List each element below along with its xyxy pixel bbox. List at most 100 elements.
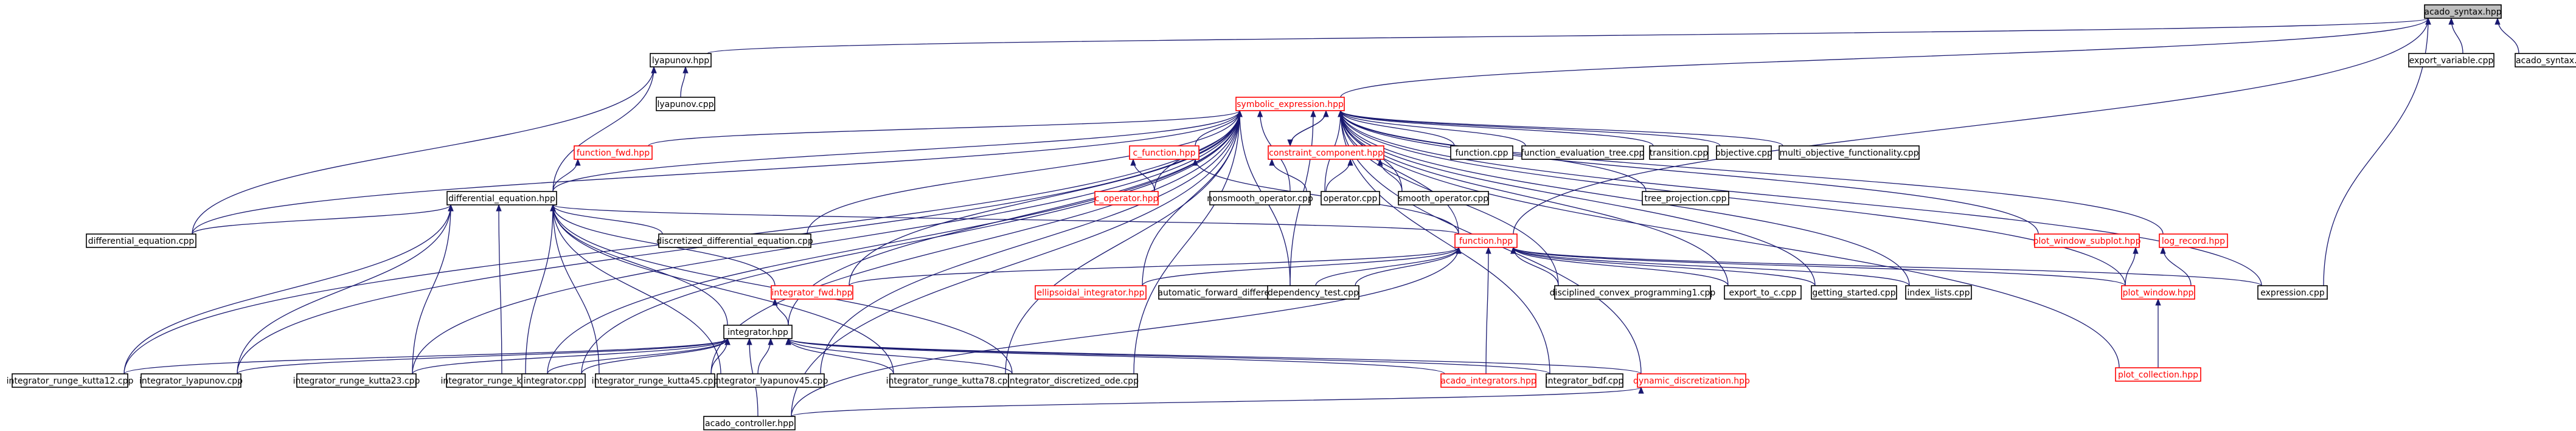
node-box[interactable]	[2424, 4, 2502, 19]
node-box[interactable]	[1209, 191, 1311, 205]
node-export-to-c[interactable]: export_to_c.cpp	[1724, 285, 1802, 300]
node-box[interactable]	[1716, 145, 1772, 160]
node-box[interactable]	[86, 233, 196, 248]
node-box[interactable]	[703, 416, 796, 430]
node-box[interactable]	[1779, 145, 1920, 160]
node-integrator-bdf[interactable]: integrator_bdf.cpp	[1546, 373, 1624, 388]
node-acado-controller[interactable]: acado_controller.hpp	[703, 416, 796, 430]
node-idode[interactable]: integrator_discretized_ode.cpp	[1007, 373, 1139, 388]
node-box[interactable]	[1546, 373, 1623, 388]
node-box[interactable]	[717, 373, 825, 388]
node-constraint-component[interactable]: constraint_component.hpp	[1268, 145, 1384, 160]
node-export-variable[interactable]: export_variable.cpp	[2408, 53, 2494, 67]
node-box[interactable]	[656, 97, 715, 111]
node-box[interactable]	[2159, 233, 2228, 248]
node-box[interactable]	[1811, 285, 1897, 300]
node-ellipsoidal-integrator[interactable]: ellipsoidal_integrator.hpp	[1035, 285, 1147, 300]
node-box[interactable]	[1450, 145, 1513, 160]
node-irk45[interactable]: integrator_runge_kutta45.cpp	[592, 373, 719, 388]
node-c-operator[interactable]: c_operator.hpp	[1094, 191, 1159, 205]
node-box[interactable]	[2034, 233, 2140, 248]
node-box[interactable]	[723, 325, 793, 339]
node-acado-syntax[interactable]: acado_syntax.hpp	[2424, 4, 2502, 19]
node-acado-syntax-cpp[interactable]: acado_syntax.cpp	[2515, 53, 2576, 67]
node-box[interactable]	[1554, 285, 1711, 300]
node-box[interactable]	[1129, 145, 1199, 160]
node-differential-equation-cpp[interactable]: differential_equation.cpp	[86, 233, 196, 248]
node-plot-collection[interactable]: plot_collection.hpp	[2115, 367, 2201, 382]
node-objective[interactable]: objective.cpp	[1715, 145, 1772, 160]
node-box[interactable]	[12, 373, 128, 388]
node-ilyap45[interactable]: integrator_lyapunov45.cpp	[713, 373, 828, 388]
node-box[interactable]	[1649, 145, 1709, 160]
node-box[interactable]	[595, 373, 715, 388]
node-box[interactable]	[1321, 191, 1380, 205]
node-box[interactable]	[1454, 233, 1518, 248]
node-box[interactable]	[2121, 285, 2195, 300]
node-plot-window[interactable]: plot_window.hpp	[2121, 285, 2195, 300]
node-log-record[interactable]: log_record.hpp	[2159, 233, 2228, 248]
node-disciplined-convex[interactable]: disciplined_convex_programming1.cpp	[1550, 285, 1716, 300]
node-function-evaluation-tree[interactable]: function_evaluation_tree.cpp	[1521, 145, 1645, 160]
node-integrator-hpp[interactable]: integrator.hpp	[723, 325, 793, 339]
node-multi-objective[interactable]: multi_objective_functionality.cpp	[1779, 145, 1920, 160]
node-function-fwd[interactable]: function_fwd.hpp	[574, 145, 653, 160]
edge-smooth-operator-to-constraint-component	[1377, 158, 1403, 192]
node-symbolic-expression[interactable]: symbolic_expression.hpp	[1235, 97, 1345, 111]
node-box[interactable]	[2515, 53, 2576, 67]
node-box[interactable]	[1521, 145, 1644, 160]
node-expression-cpp[interactable]: expression.cpp	[2257, 285, 2328, 300]
edge-differential-equation-hpp-to-function-fwd	[552, 158, 581, 192]
node-box[interactable]	[1440, 373, 1536, 388]
node-label: integrator_runge_kutta23.cpp	[293, 376, 420, 386]
edge-idode-to-symbolic-expression	[1133, 109, 1243, 374]
node-box[interactable]	[1637, 373, 1746, 388]
node-operator-cpp[interactable]: operator.cpp	[1321, 191, 1380, 205]
node-box[interactable]	[2257, 285, 2328, 300]
node-tree-projection[interactable]: tree_projection.cpp	[1642, 191, 1729, 205]
node-box[interactable]	[1724, 285, 1802, 300]
node-box[interactable]	[658, 233, 811, 248]
node-function-cpp[interactable]: function.cpp	[1450, 145, 1513, 160]
node-transition[interactable]: transition.cpp	[1649, 145, 1709, 160]
node-acado-integrators[interactable]: acado_integrators.hpp	[1440, 373, 1536, 388]
node-smooth-operator[interactable]: smooth_operator.cpp	[1398, 191, 1489, 205]
node-box[interactable]	[1235, 97, 1345, 111]
node-box[interactable]	[1398, 191, 1489, 205]
node-box[interactable]	[1905, 285, 1972, 300]
node-box[interactable]	[1267, 285, 1359, 300]
node-box[interactable]	[446, 191, 557, 205]
node-irk78[interactable]: integrator_runge_kutta78.cpp	[886, 373, 1013, 388]
node-discretized-de[interactable]: discretized_differential_equation.cpp	[656, 233, 813, 248]
node-box[interactable]	[521, 373, 586, 388]
node-box[interactable]	[1268, 145, 1384, 160]
node-dependency-test[interactable]: dependency_test.cpp	[1267, 285, 1359, 300]
node-lyapunov-cpp[interactable]: lyapunov.cpp	[656, 97, 715, 111]
node-box[interactable]	[771, 285, 853, 300]
node-box[interactable]	[296, 373, 417, 388]
node-box[interactable]	[1008, 373, 1138, 388]
node-function-hpp[interactable]: function.hpp	[1454, 233, 1518, 248]
node-getting-started[interactable]: getting_started.cpp	[1811, 285, 1897, 300]
node-irk12[interactable]: integrator_runge_kutta12.cpp	[7, 373, 134, 388]
node-integrator-cpp[interactable]: integrator.cpp	[521, 373, 586, 388]
node-box[interactable]	[2115, 367, 2201, 382]
node-ilyap[interactable]: integrator_lyapunov.cpp	[139, 373, 243, 388]
node-box[interactable]	[141, 373, 241, 388]
node-nonsmooth-operator[interactable]: nonsmooth_operator.cpp	[1207, 191, 1313, 205]
node-irk23[interactable]: integrator_runge_kutta23.cpp	[293, 373, 420, 388]
node-differential-equation-hpp[interactable]: differential_equation.hpp	[446, 191, 557, 205]
node-dynamic-discretization[interactable]: dynamic_discretization.hpp	[1633, 373, 1750, 388]
node-lyapunov-hpp[interactable]: lyapunov.hpp	[650, 53, 712, 67]
edge-dependency-test-to-function-hpp	[1355, 246, 1462, 286]
node-box[interactable]	[1094, 191, 1159, 205]
node-box[interactable]	[650, 53, 712, 67]
node-c-function[interactable]: c_function.hpp	[1129, 145, 1199, 160]
node-integrator-fwd[interactable]: integrator_fwd.hpp	[771, 285, 853, 300]
node-box[interactable]	[1642, 191, 1729, 205]
node-box[interactable]	[574, 145, 653, 160]
node-index-lists[interactable]: index_lists.cpp	[1905, 285, 1972, 300]
node-box[interactable]	[2408, 53, 2494, 67]
node-box[interactable]	[1035, 285, 1147, 300]
node-plot-window-subplot[interactable]: plot_window_subplot.hpp	[2033, 233, 2141, 248]
